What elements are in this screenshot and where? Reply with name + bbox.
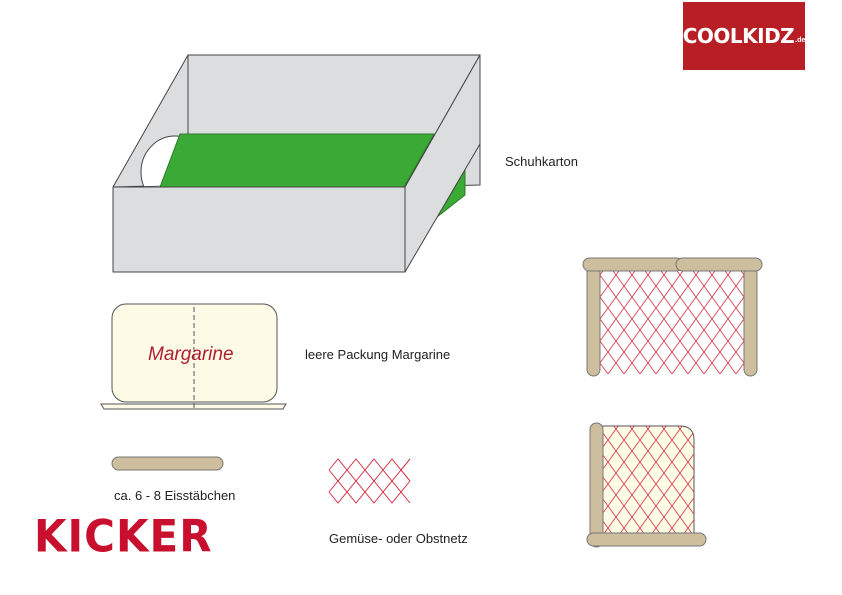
label-margarine: leere Packung Margarine [305, 347, 451, 362]
goal-2-post [589, 422, 604, 548]
label-shoebox: Schuhkarton [505, 154, 578, 169]
label-sticks: ca. 6 - 8 Eisstäbchen [114, 488, 236, 503]
margarine-print: Margarine [148, 344, 234, 365]
label-net: Gemüse- oder Obstnetz [329, 531, 468, 546]
ice-stick [111, 456, 224, 471]
shoebox-field [159, 133, 435, 188]
shoebox-side [404, 54, 481, 273]
goal-1-left-post [586, 261, 601, 377]
shoebox-front [112, 186, 406, 273]
shoebox-back-wall [187, 54, 481, 136]
shoebox [112, 54, 481, 273]
goal-1-right-post [743, 261, 758, 377]
brand-suffix: .de [795, 36, 806, 44]
goal-1-crossbar-b [675, 257, 763, 272]
net-swatch [328, 458, 411, 504]
goal-frame-2 [586, 422, 707, 548]
margarine-pack [100, 303, 287, 410]
brand-name: COOLKIDZ [682, 24, 795, 48]
page-title: KICKER [34, 510, 213, 563]
coolkidz-logo[interactable]: COOLKIDZ.de [683, 2, 805, 70]
goal-frame-1 [582, 257, 763, 377]
goal-1-crossbar-a [582, 257, 684, 272]
goal-2-base [586, 532, 707, 547]
